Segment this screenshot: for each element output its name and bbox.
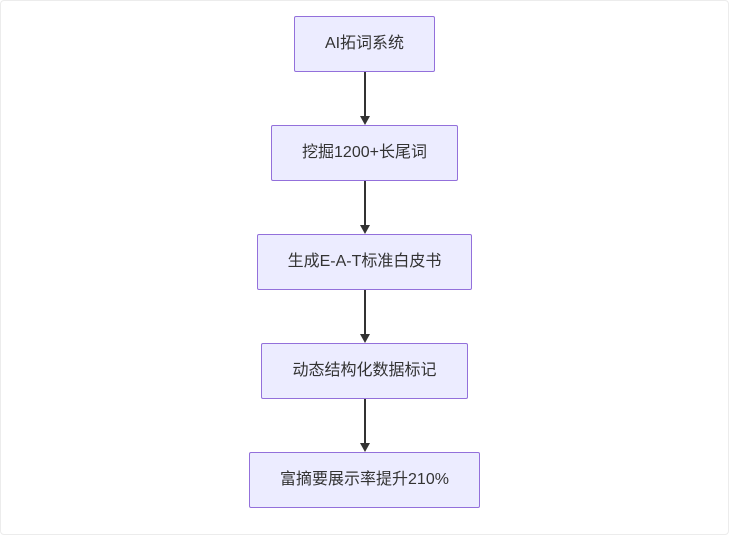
arrowhead-icon [359, 334, 370, 343]
flow-node-longtail-words: 挖掘1200+长尾词 [271, 125, 458, 181]
flow-node-label: 挖掘1200+长尾词 [302, 144, 427, 162]
flow-node-eat-whitepaper: 生成E-A-T标准白皮书 [256, 234, 473, 290]
arrow-down-connector-1 [359, 72, 370, 125]
flow-node-structured-data: 动态结构化数据标记 [261, 343, 468, 399]
arrow-down-connector-4 [359, 399, 370, 452]
flow-node-ai-system: AI拓词系统 [293, 16, 436, 72]
arrowhead-icon [359, 225, 370, 234]
edge-line [363, 181, 366, 225]
flow-node-label: 富摘要展示率提升210% [280, 471, 449, 489]
flow-node-label: AI拓词系统 [324, 35, 405, 53]
edge-line [363, 72, 366, 116]
edge-line [363, 399, 366, 443]
arrowhead-icon [359, 443, 370, 452]
arrow-down-connector-2 [359, 181, 370, 234]
arrowhead-icon [359, 116, 370, 125]
flow-node-rich-snippet-result: 富摘要展示率提升210% [249, 452, 480, 508]
arrow-down-connector-3 [359, 290, 370, 343]
flowchart: AI拓词系统 挖掘1200+长尾词 生成E-A-T标准白皮书 动态结构化数据标记 [1, 16, 728, 508]
edge-line [363, 290, 366, 334]
flow-node-label: 动态结构化数据标记 [292, 362, 437, 380]
flow-node-label: 生成E-A-T标准白皮书 [287, 253, 442, 271]
